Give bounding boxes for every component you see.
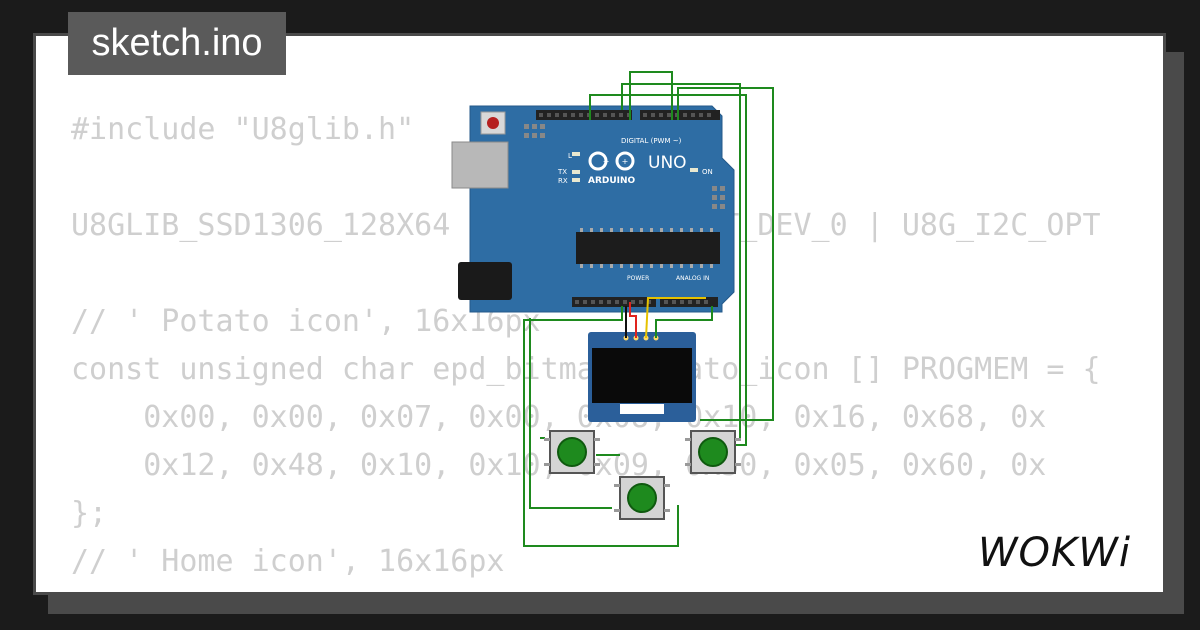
digital-label: DIGITAL (PWM ~): [621, 137, 682, 145]
arduino-logo-icon: [588, 151, 635, 171]
oled-screen: [592, 348, 692, 403]
on-label: ON: [702, 168, 713, 176]
code-line: const unsigned char epd_bitmap_Home_icon…: [71, 586, 1101, 592]
circuit-diagram: DIGITAL (PWM ~) L TX RX ON − + UNO ARDUI…: [451, 71, 774, 547]
led-l-label: L: [568, 152, 572, 160]
board-model: UNO: [648, 153, 687, 173]
led-tx: [572, 170, 580, 174]
code-line: #include "U8glib.h": [71, 112, 415, 147]
svg-text:−: −: [603, 157, 610, 166]
led-l: [572, 152, 580, 156]
power-jack: [458, 262, 512, 300]
code-line: const unsigned char epd_bitmap_Potato_ic…: [71, 352, 1101, 387]
code-block: #include "U8glib.h"U8GLIB_SSD1306_128X64…: [71, 106, 1101, 592]
svg-text:+: +: [622, 157, 629, 166]
icsp-header: [524, 124, 725, 209]
power-label: POWER: [627, 275, 649, 282]
led-rx: [572, 178, 580, 182]
led-tx-label: TX: [557, 168, 567, 176]
board-brand: ARDUINO: [588, 176, 636, 186]
code-line: // ' Home icon', 16x16px: [71, 544, 505, 579]
arduino-uno-board[interactable]: DIGITAL (PWM ~) L TX RX ON − + UNO ARDUI…: [451, 105, 735, 313]
led-rx-label: RX: [558, 177, 568, 185]
microcontroller-chip: [576, 232, 720, 264]
code-line: // ' Potato icon', 16x16px: [71, 304, 541, 339]
digital-header-left: [536, 110, 632, 120]
analog-label: ANALOG IN: [676, 275, 709, 282]
push-button-bottom[interactable]: [614, 476, 670, 520]
led-on: [690, 168, 698, 172]
file-title-tab[interactable]: sketch.ino: [68, 12, 286, 75]
oled-display[interactable]: [588, 332, 696, 422]
digital-header-right: [640, 110, 720, 120]
push-button-right[interactable]: [685, 430, 741, 474]
wokwi-logo: WOKWi: [978, 530, 1131, 576]
power-header: [572, 297, 656, 307]
code-line: };: [71, 496, 108, 531]
oled-ribbon: [620, 404, 664, 414]
push-button-left[interactable]: [544, 430, 600, 474]
wokwi-logo-text: WOKWi: [978, 530, 1131, 576]
usb-port: [451, 141, 509, 189]
reset-button[interactable]: [487, 117, 499, 129]
